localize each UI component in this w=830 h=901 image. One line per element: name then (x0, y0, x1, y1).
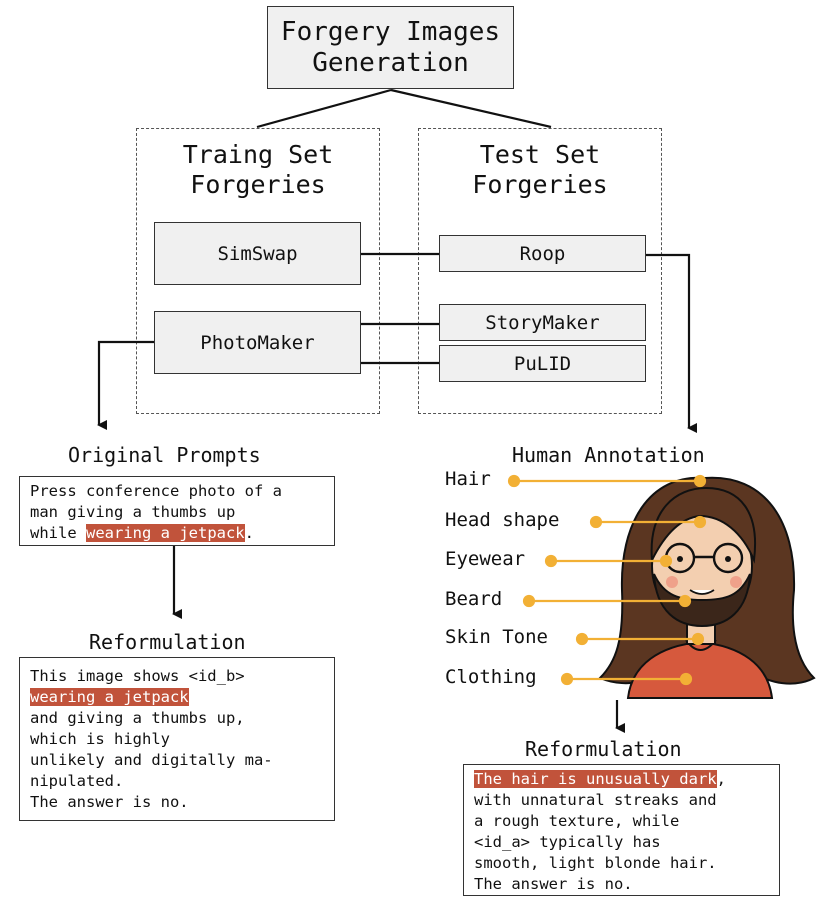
hair-front (650, 486, 757, 564)
human-annotation-label: Human Annotation (512, 443, 705, 467)
forgery-generation-title-line1: Forgery Images (280, 16, 501, 47)
mouth (689, 589, 715, 595)
right-reformulation-label: Reformulation (525, 737, 682, 761)
right-reform-text: , with unnatural streaks and a rough tex… (474, 770, 726, 893)
left-reform-highlight: wearing a jetpack (30, 688, 189, 706)
storymaker-box: StoryMaker (439, 304, 646, 341)
top-to-train-line (256, 88, 392, 129)
training-set-title-line2: Forgeries (190, 170, 326, 199)
prompt-text-end: . (244, 524, 254, 542)
prompt-text: Press conference photo of a man giving a… (30, 482, 282, 542)
attr-hair: Hair (445, 468, 491, 490)
cheek-right (730, 576, 742, 588)
test-set-title-line2: Forgeries (472, 170, 608, 199)
hair-leader-end (693, 474, 707, 488)
attr-skin-tone: Skin Tone (445, 626, 548, 648)
attr-clothing: Clothing (445, 666, 537, 688)
training-set-title: Traing Set Forgeries (136, 140, 380, 200)
eyewear-leader-end (659, 554, 673, 568)
test-set-title-line1: Test Set (479, 140, 601, 169)
training-set-title-line1: Traing Set (182, 140, 334, 169)
left-reform-text-end: and giving a thumbs up, which is highly … (30, 709, 273, 811)
top-to-test-line (390, 88, 552, 129)
right-reformulation-box: The hair is unusually dark, with unnatur… (463, 764, 780, 896)
left-reform-text: This image shows <id_b> (30, 667, 245, 685)
photomaker-box: PhotoMaker (154, 311, 361, 374)
eye-left (677, 556, 683, 562)
attr-head-shape: Head shape (445, 509, 560, 531)
attr-beard: Beard (445, 588, 503, 610)
original-prompts-label: Original Prompts (68, 443, 261, 467)
head-shape-leader-start (589, 515, 603, 529)
beard-leader-start (522, 594, 536, 608)
eyewear-leader-start (544, 554, 558, 568)
simswap-box: SimSwap (154, 222, 361, 285)
eye-right (725, 556, 731, 562)
left-reformulation-label: Reformulation (89, 630, 246, 654)
forgery-generation-box: Forgery Images Generation (267, 6, 514, 89)
left-reformulation-box: This image shows <id_b> wearing a jetpac… (19, 657, 335, 821)
test-set-title: Test Set Forgeries (418, 140, 662, 200)
clothing-leader-end (679, 672, 693, 686)
hair-leader-start (507, 474, 521, 488)
prompt-highlight: wearing a jetpack (86, 524, 245, 542)
beard-leader-end (678, 594, 692, 608)
right-reform-highlight: The hair is unusually dark (474, 770, 717, 788)
original-prompt-box: Press conference photo of a man giving a… (19, 476, 335, 546)
pulid-box: PuLID (439, 345, 646, 382)
clothing-leader-start (560, 672, 574, 686)
skin-tone-leader-start (575, 632, 589, 646)
test-set-group (418, 128, 662, 414)
skin-tone-leader-end (691, 632, 705, 646)
cheek-left (666, 576, 678, 588)
training-set-group (136, 128, 380, 414)
head-shape-leader-end (693, 515, 707, 529)
forgery-generation-title-line2: Generation (312, 47, 469, 78)
photomaker-to-prompts-arrow (97, 340, 154, 430)
attr-eyewear: Eyewear (445, 548, 526, 570)
roop-to-annotation-arrow (646, 253, 697, 433)
roop-box: Roop (439, 235, 646, 272)
